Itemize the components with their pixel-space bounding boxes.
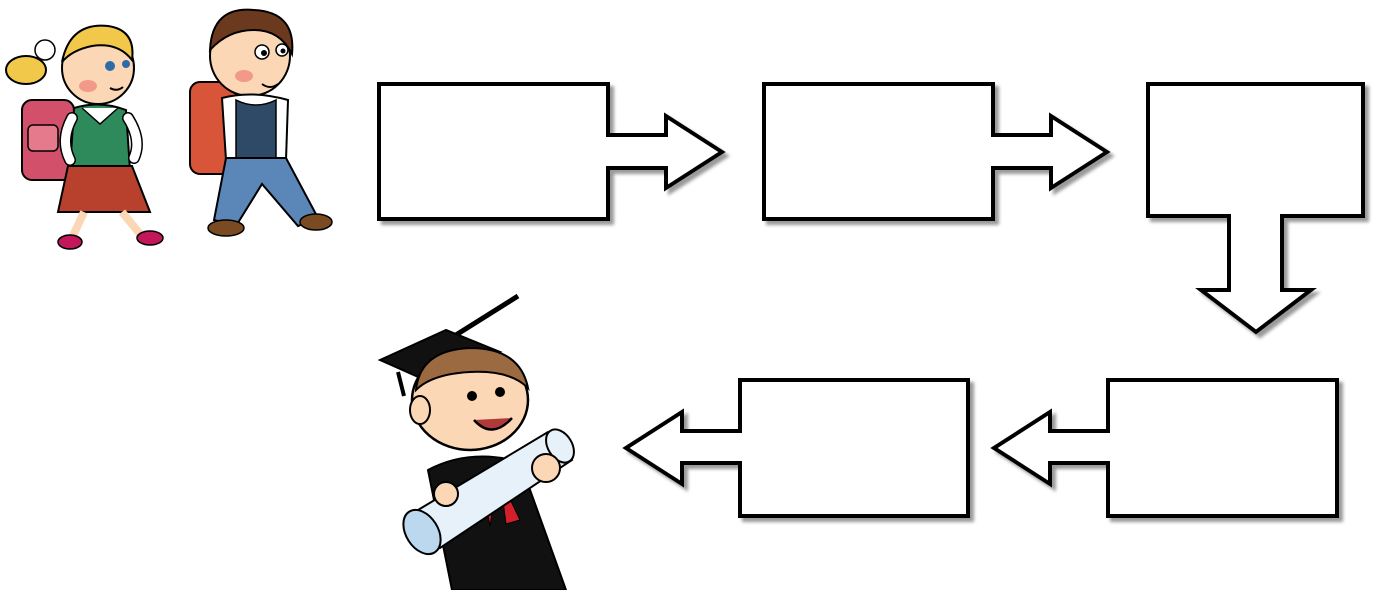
schoolchildren-illustration: [5, 8, 333, 250]
girl-figure: [5, 24, 164, 250]
graduate-illustration: [377, 293, 575, 590]
flow-box-2: [762, 82, 1111, 221]
flow-box-4: [990, 378, 1339, 518]
flow-box-3: [1146, 82, 1365, 335]
flow-box-1: [377, 82, 726, 221]
flow-box-5: [622, 378, 970, 518]
boy-figure: [189, 8, 333, 237]
